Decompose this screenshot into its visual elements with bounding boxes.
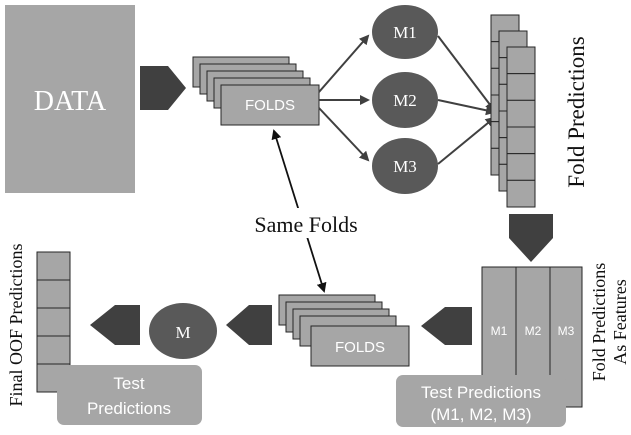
- final-oof-cell: [36, 279, 71, 309]
- model-m3-label: M3: [393, 157, 417, 176]
- final-oof-cell: [36, 251, 71, 281]
- model-m2-label: M2: [393, 91, 417, 110]
- final-oof-cell: [36, 335, 71, 365]
- chevron-down-icon: [509, 214, 553, 262]
- final-oof-column: [36, 251, 71, 393]
- test-predictions-right: Test Predictions (M1, M2, M3): [396, 375, 566, 427]
- folds-bottom-stack: FOLDS: [278, 294, 410, 367]
- folds-to-models-arrows: [318, 34, 370, 162]
- data-label: DATA: [34, 86, 107, 117]
- fold-predictions-label: Fold Predictions: [564, 36, 589, 187]
- fpaf-line2: As Features: [610, 279, 630, 364]
- chevron-left-icon: [90, 305, 140, 345]
- fpaf-line1: Fold Predictions: [589, 263, 609, 382]
- feature-column-m1: M1: [491, 324, 508, 338]
- final-oof-cell: [36, 307, 71, 337]
- feature-column-m3: M3: [558, 324, 575, 338]
- fold-prediction-column-3-cell: [506, 153, 536, 181]
- feature-column-m2: M2: [525, 324, 542, 338]
- test-predictions-right-line1: Test Predictions: [421, 383, 541, 402]
- test-predictions-left-line2: Predictions: [87, 399, 171, 418]
- folds-bottom-label: FOLDS: [335, 339, 385, 356]
- fold-predictions-as-features-label: Fold Predictions As Features: [589, 263, 630, 382]
- fold-prediction-column-3-cell: [506, 179, 536, 208]
- model-m3: M3: [372, 138, 438, 194]
- models-to-predictions-arrows: [437, 35, 496, 165]
- test-predictions-left-line1: Test: [113, 374, 144, 393]
- model-m1-label: M1: [393, 23, 417, 42]
- final-oof-label: Final OOF Predictions: [6, 243, 26, 406]
- chevron-left-icon: [421, 307, 472, 345]
- model-m2: M2: [372, 72, 438, 128]
- same-folds-label-bg: [236, 208, 374, 238]
- fold-predictions-stack: [490, 14, 536, 208]
- fold-prediction-column-3-cell: [506, 46, 536, 75]
- folds-top-label: FOLDS: [245, 97, 295, 114]
- data-block: DATA: [5, 5, 135, 193]
- test-predictions-left: Test Predictions: [57, 365, 202, 425]
- fold-prediction-column-3-cell: [506, 126, 536, 155]
- folds-top-stack: FOLDS: [192, 56, 320, 126]
- meta-model-label: M: [175, 323, 190, 342]
- meta-model: M: [149, 303, 217, 359]
- chevron-left-icon: [226, 305, 272, 345]
- fold-prediction-column-3-cell: [506, 99, 536, 128]
- fold-prediction-column-3-cell: [506, 73, 536, 101]
- test-predictions-right-line2: (M1, M2, M3): [430, 405, 531, 424]
- same-folds-label: Same Folds: [254, 212, 357, 237]
- model-m1: M1: [372, 5, 438, 59]
- chevron-right-icon: [140, 66, 186, 110]
